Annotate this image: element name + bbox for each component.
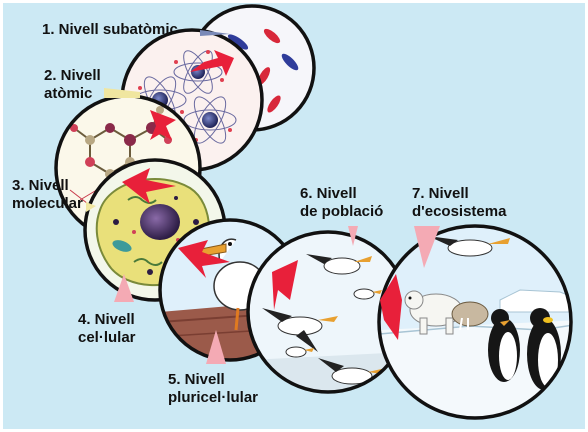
label-molecular: 3. Nivell molecular <box>12 177 83 212</box>
label-subatomic: 1. Nivell subatòmic <box>42 21 178 38</box>
label-cellular: 4. Nivell cel·lular <box>78 311 139 346</box>
nucleus-icon <box>140 204 180 240</box>
